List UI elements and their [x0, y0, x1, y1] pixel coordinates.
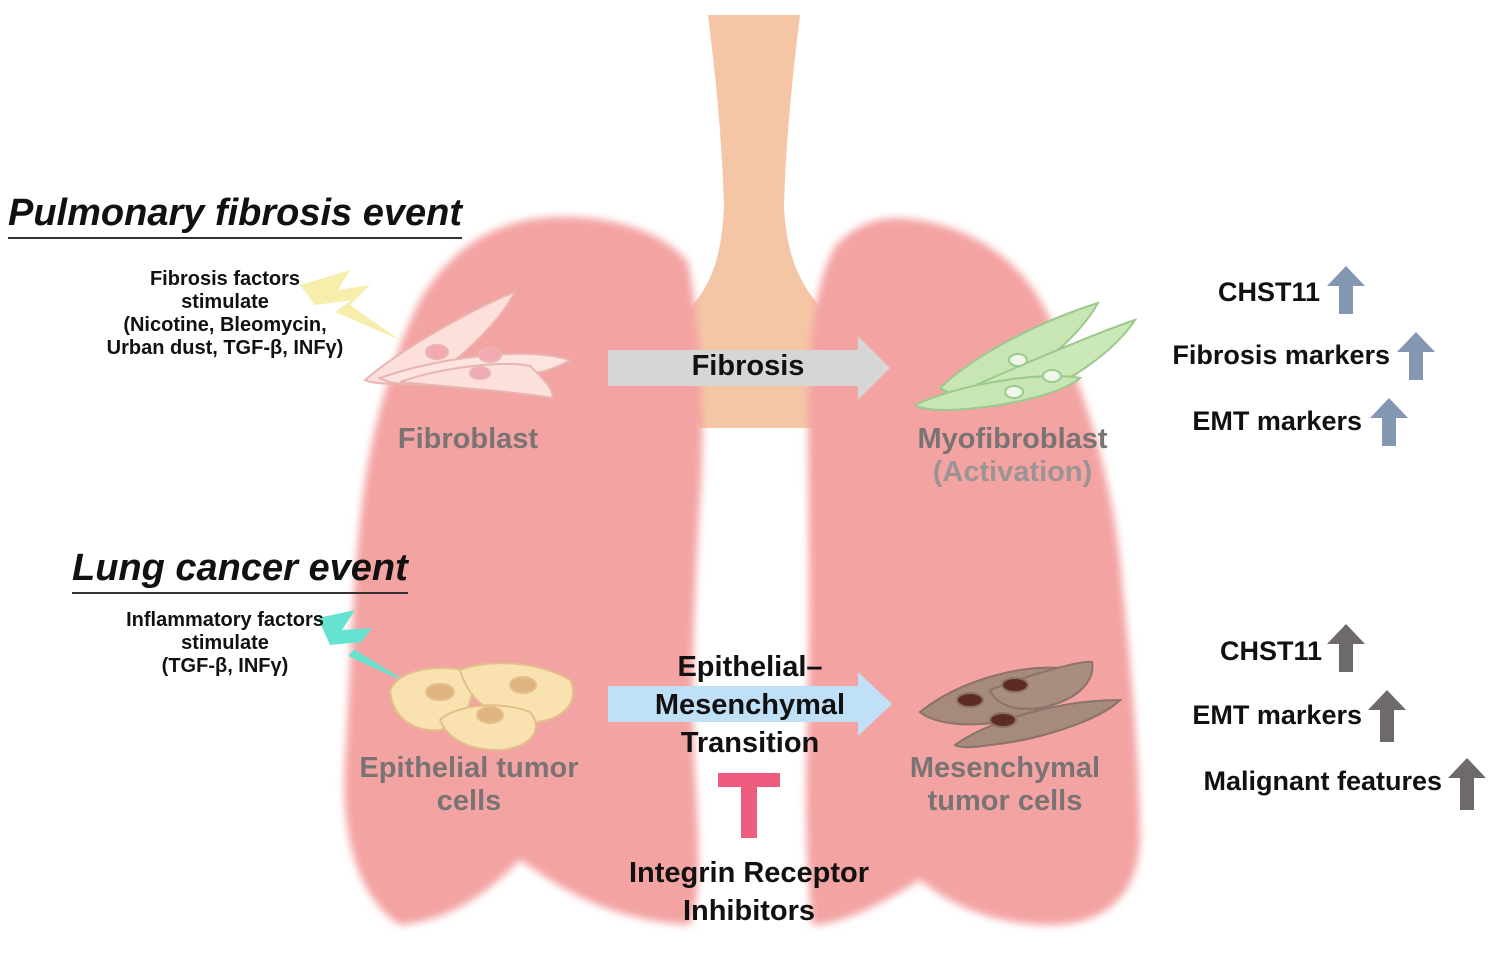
myofibroblast-activation-note: (Activation) [932, 456, 1093, 489]
pulmonary-fibrosis-heading: Pulmonary fibrosis event [8, 192, 463, 239]
epithelial-label-line: cells [436, 785, 502, 818]
integrin-inhibitor-label: Integrin Receptor Inhibitors [598, 854, 900, 930]
mesenchymal-tumor-cells-icon [918, 660, 1123, 749]
epithelial-label-line: Epithelial tumor [359, 752, 579, 784]
emt-process-label: Epithelial– Mesenchymal Transition [620, 648, 880, 762]
fibrosis-stimulus-line: Urban dust, TGF-β, INFγ) [106, 337, 344, 359]
epithelial-tumor-cells-icon [388, 662, 575, 752]
fibrosis-process-label: Fibrosis [691, 350, 805, 382]
emt-label-line: Mesenchymal [654, 689, 846, 721]
emt-arrow [608, 672, 892, 736]
inflammatory-stimulus-line: stimulate [181, 632, 269, 654]
fibrosis-arrow [608, 336, 890, 400]
emt-markers-fibrosis-label: EMT markers [1192, 406, 1362, 436]
lung-cancer-heading: Lung cancer event [72, 547, 408, 594]
inhibition-symbol-icon [718, 773, 780, 838]
fibrosis-stimulus-bolt-icon [300, 270, 400, 340]
emt-label-line: Transition [680, 727, 820, 759]
inflammatory-stimulus-text: Inflammatory factors stimulate (TGF-β, I… [90, 609, 360, 678]
inhibitor-label-line: Integrin Receptor [628, 857, 870, 889]
right-lung [806, 218, 1140, 926]
left-lung [344, 216, 703, 925]
emt-markers-cancer-label: EMT markers [1192, 700, 1362, 730]
up-arrow-icon-emt-markers-cancer [1368, 690, 1406, 742]
fibroblast-label: Fibroblast [397, 423, 539, 455]
epithelial-tumor-cells-label: Epithelial tumor cells [338, 752, 600, 819]
fibroblast-cells-icon [363, 290, 573, 400]
myofibroblast-label: Myofibroblast (Activation) [895, 423, 1130, 490]
inhibitor-label-line: Inhibitors [682, 895, 816, 927]
fibrosis-stimulus-line: Fibrosis factors [149, 268, 301, 290]
trachea [675, 15, 839, 428]
mesenchymal-label-line: Mesenchymal [909, 752, 1101, 784]
mesenchymal-label-line: tumor cells [927, 785, 1083, 818]
chst11-marker-cancer: CHST11 [1219, 636, 1322, 666]
up-arrow-icon-fibrosis-markers [1397, 332, 1435, 380]
inflammatory-stimulus-bolt-icon [318, 610, 412, 685]
malignant-features-label: Malignant features [1203, 766, 1442, 796]
mesenchymal-tumor-cells-label: Mesenchymal tumor cells [880, 752, 1130, 819]
up-arrow-icon-chst11-fibrosis [1327, 266, 1365, 314]
myofibroblast-name: Myofibroblast [917, 423, 1108, 455]
chst11-marker-fibrosis: CHST11 [1217, 277, 1320, 307]
fibrosis-stimulus-text: Fibrosis factors stimulate (Nicotine, Bl… [80, 268, 370, 360]
up-arrow-icon-emt-markers-fibrosis [1370, 398, 1408, 446]
myofibroblast-cells-icon [913, 301, 1138, 412]
up-arrow-icon-malignant-features [1448, 758, 1486, 810]
inflammatory-stimulus-line: (TGF-β, INFγ) [161, 655, 289, 677]
up-arrow-icon-chst11-cancer [1327, 624, 1365, 672]
inflammatory-stimulus-line: Inflammatory factors [126, 609, 324, 631]
fibrosis-stimulus-line: stimulate [181, 291, 269, 313]
emt-label-line: Epithelial– [677, 651, 823, 683]
fibrosis-markers-label: Fibrosis markers [1172, 340, 1390, 370]
fibrosis-stimulus-line: (Nicotine, Bleomycin, [123, 314, 327, 336]
